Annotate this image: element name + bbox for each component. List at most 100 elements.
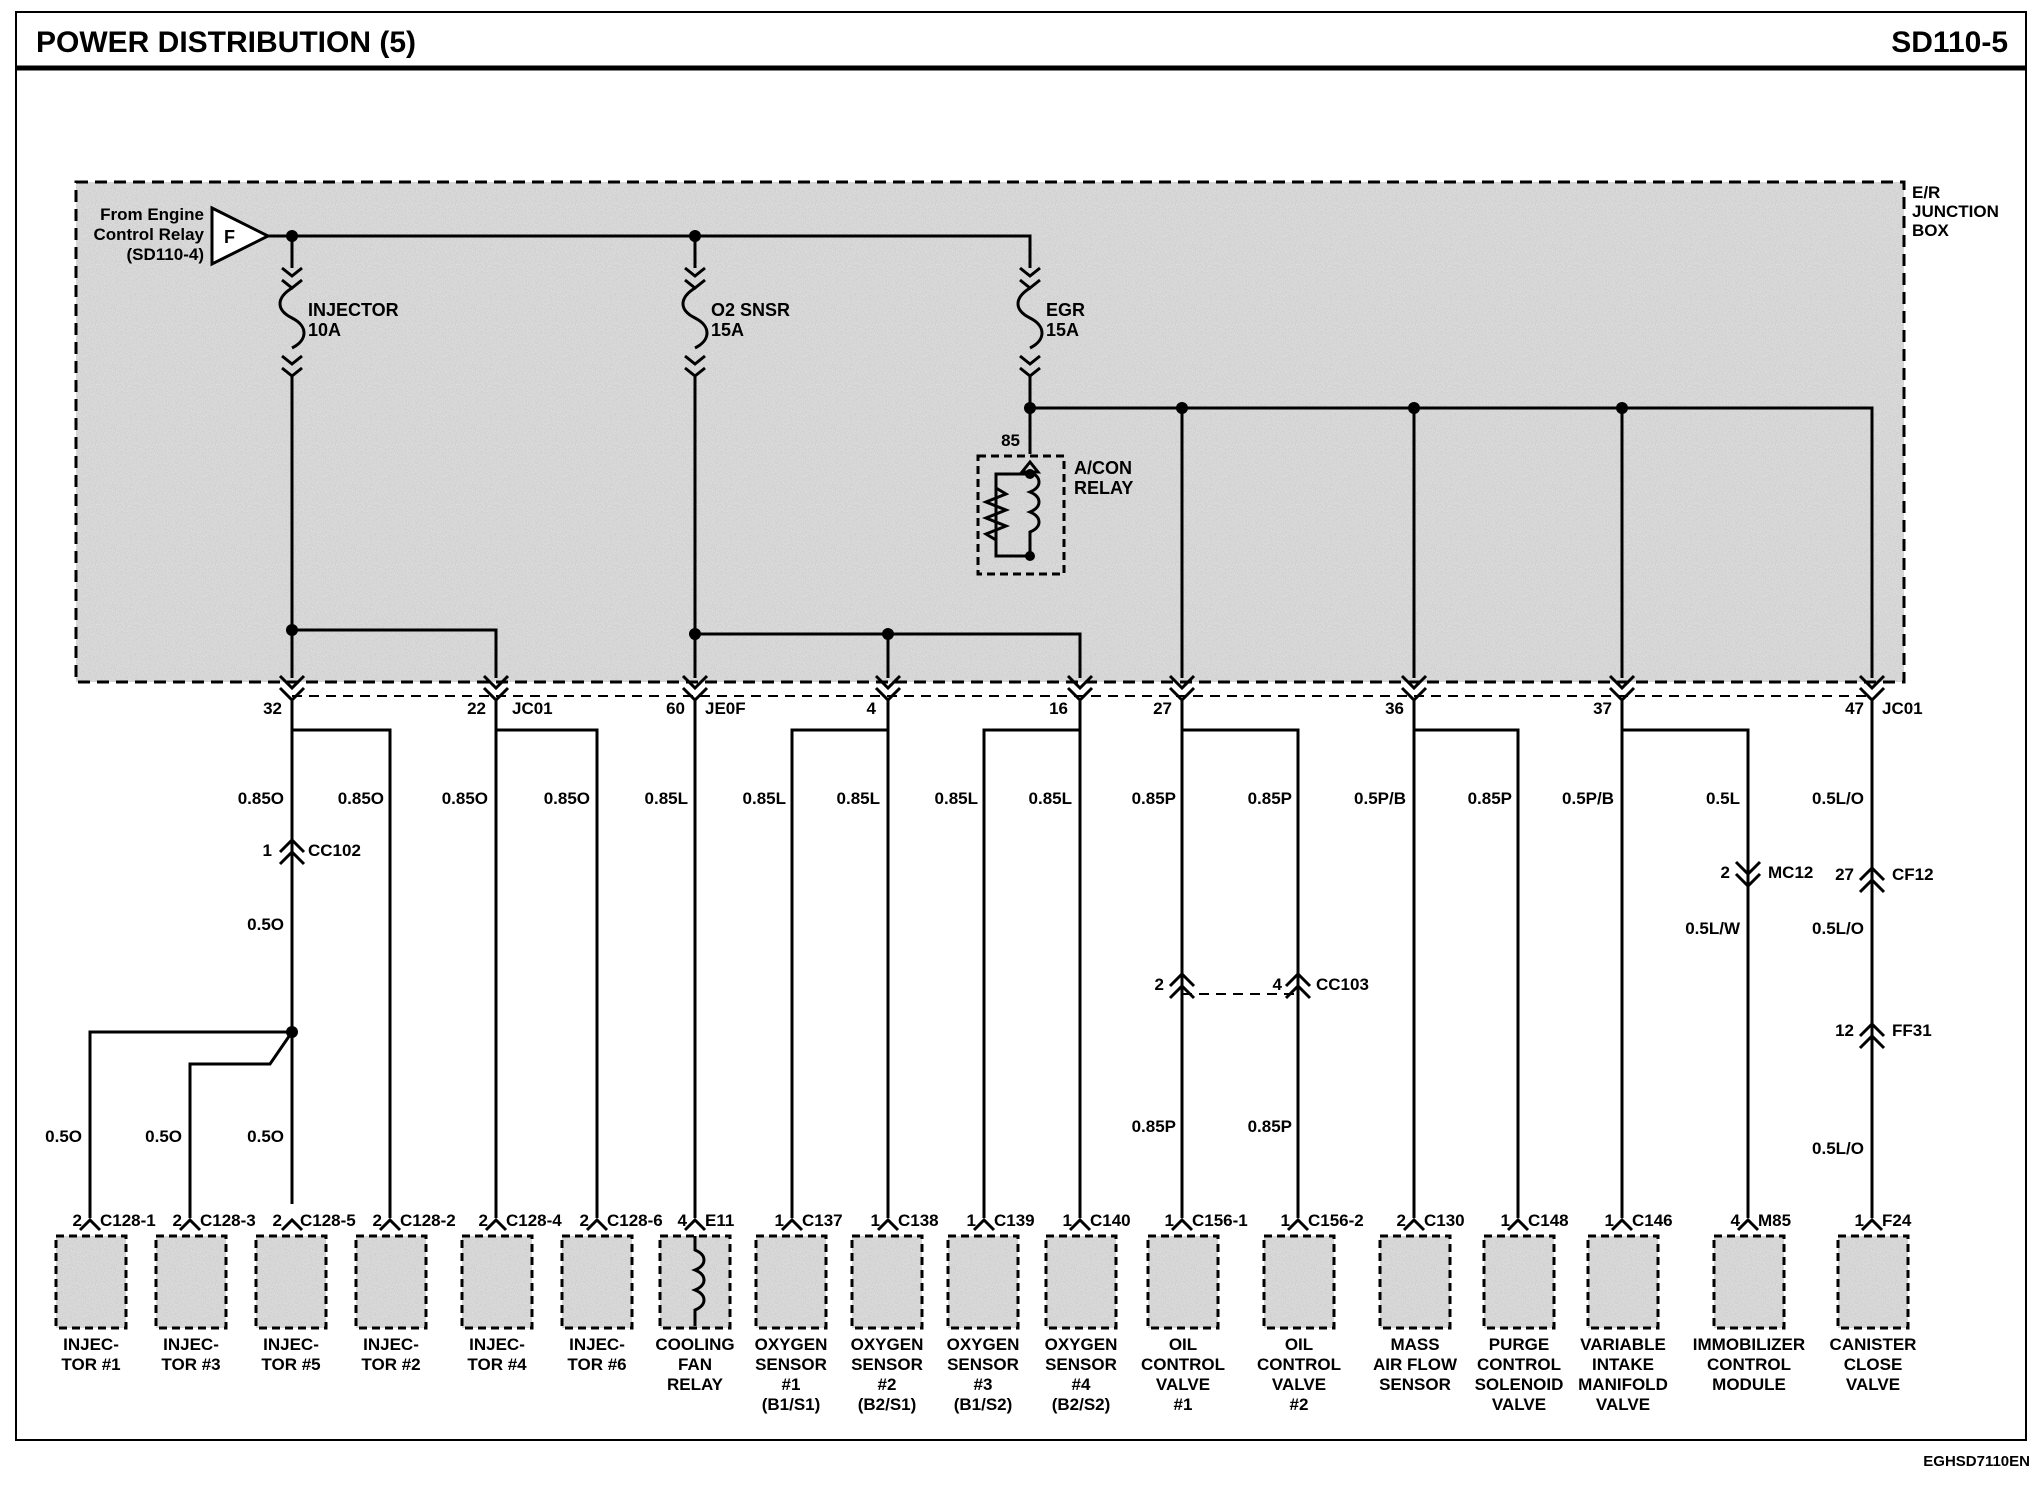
comp-name-18c: VALVE bbox=[1846, 1375, 1900, 1394]
junction-box bbox=[74, 180, 1906, 684]
egr-bus bbox=[1028, 376, 1874, 678]
oxygen-sensor-1-box bbox=[754, 1234, 828, 1330]
injector-6-box bbox=[560, 1234, 634, 1330]
comp-name-2a: INJEC- bbox=[163, 1335, 219, 1354]
comp-pin-13: 1 bbox=[1281, 1211, 1290, 1230]
jb-name-jc01-a: JC01 bbox=[512, 699, 553, 718]
comp-name-14a: MASS bbox=[1390, 1335, 1439, 1354]
comp-name-8a: OXYGEN bbox=[755, 1335, 828, 1354]
comp-pin-8: 1 bbox=[775, 1211, 784, 1230]
component-connector-labels: 2 C128-1 2 C128-3 2 C128-5 2 C128-2 2 C1… bbox=[73, 1211, 1912, 1230]
ff31-pin: 12 bbox=[1835, 1021, 1854, 1040]
wire-label-4: 0.85O bbox=[544, 789, 590, 808]
o2-split-dot-1 bbox=[689, 628, 701, 640]
injector-branch-dot bbox=[286, 1026, 298, 1038]
acon-relay-box bbox=[976, 454, 1066, 576]
acon-relay-resistor bbox=[981, 486, 1011, 542]
comp-conn-4: C128-2 bbox=[400, 1211, 456, 1230]
comp-name-15a: PURGE bbox=[1489, 1335, 1549, 1354]
cc103-pin-b: 4 bbox=[1273, 975, 1283, 994]
wire-injector-1 bbox=[88, 1030, 292, 1218]
o2-split-dot-2 bbox=[882, 628, 894, 640]
mc12-pin: 2 bbox=[1721, 863, 1730, 882]
comp-conn-7: E11 bbox=[705, 1211, 734, 1230]
injector-5-box bbox=[254, 1234, 328, 1330]
branch-label-1: 0.5O bbox=[45, 1127, 82, 1146]
comp-name-12c: VALVE bbox=[1156, 1375, 1210, 1394]
jb-pin-22: 22 bbox=[467, 699, 486, 718]
oil-lower-label-1: 0.85P bbox=[1132, 1117, 1176, 1136]
wire-injector-6 bbox=[496, 728, 599, 1218]
wire-label-7: 0.85L bbox=[837, 789, 880, 808]
comp-name-15c: SOLENOID bbox=[1475, 1375, 1564, 1394]
wire-oxygen-1 bbox=[790, 728, 888, 1218]
jb-name-je0f: JE0F bbox=[705, 699, 746, 718]
comp-name-9c: #2 bbox=[878, 1375, 897, 1394]
source-label-1: From Engine bbox=[100, 205, 204, 224]
comp-name-14b: AIR FLOW bbox=[1373, 1355, 1458, 1374]
wire-label-1: 0.85O bbox=[238, 789, 284, 808]
comp-conn-18: F24 bbox=[1882, 1211, 1912, 1230]
comp-name-2b: TOR #3 bbox=[161, 1355, 220, 1374]
comp-conn-17: M85 bbox=[1758, 1211, 1791, 1230]
cc103-name: CC103 bbox=[1316, 975, 1369, 994]
comp-name-7a: COOLING bbox=[655, 1335, 734, 1354]
fuse-egr-name: EGR bbox=[1046, 300, 1085, 320]
jb-pin-4: 4 bbox=[867, 699, 877, 718]
oxygen-sensor-4-box bbox=[1044, 1234, 1118, 1330]
comp-conn-3: C128-5 bbox=[300, 1211, 356, 1230]
comp-conn-11: C140 bbox=[1090, 1211, 1131, 1230]
cf12-pin: 27 bbox=[1835, 865, 1854, 884]
comp-name-8d: (B1/S1) bbox=[762, 1395, 821, 1414]
oil-valve-2-box bbox=[1262, 1234, 1336, 1330]
comp-name-16d: VALVE bbox=[1596, 1395, 1650, 1414]
comp-name-9d: (B2/S1) bbox=[858, 1395, 917, 1414]
ff31-name: FF31 bbox=[1892, 1021, 1932, 1040]
comp-pin-3: 2 bbox=[273, 1211, 282, 1230]
comp-conn-12: C156-1 bbox=[1192, 1211, 1248, 1230]
wire-label-9: 0.85L bbox=[1029, 789, 1072, 808]
comp-name-9a: OXYGEN bbox=[851, 1335, 924, 1354]
wire-label-6: 0.85L bbox=[743, 789, 786, 808]
fuse-o2-name: O2 SNSR bbox=[711, 300, 790, 320]
comp-name-10b: SENSOR bbox=[947, 1355, 1019, 1374]
cf12-name: CF12 bbox=[1892, 865, 1934, 884]
relay-name-1: A/CON bbox=[1074, 458, 1132, 478]
comp-conn-14: C130 bbox=[1424, 1211, 1465, 1230]
jb-pin-27: 27 bbox=[1153, 699, 1172, 718]
comp-name-18a: CANISTER bbox=[1830, 1335, 1917, 1354]
comp-pin-17: 4 bbox=[1731, 1211, 1741, 1230]
comp-pin-11: 1 bbox=[1063, 1211, 1072, 1230]
comp-conn-16: C146 bbox=[1632, 1211, 1673, 1230]
oil-lower-label-2: 0.85P bbox=[1248, 1117, 1292, 1136]
component-chevrons bbox=[78, 1217, 1884, 1232]
source-label-2: Control Relay bbox=[93, 225, 204, 244]
comp-pin-14: 2 bbox=[1397, 1211, 1406, 1230]
comp-name-12b: CONTROL bbox=[1141, 1355, 1225, 1374]
canister-mid-label-1: 0.5L/O bbox=[1812, 919, 1864, 938]
purge-valve-box bbox=[1482, 1234, 1556, 1330]
comp-name-11b: SENSOR bbox=[1045, 1355, 1117, 1374]
cc102-pin: 1 bbox=[263, 841, 272, 860]
cc102-name: CC102 bbox=[308, 841, 361, 860]
fuse-injector bbox=[278, 236, 306, 378]
wire-oil-valve-2 bbox=[1182, 728, 1300, 1218]
wire-label-16: 0.5L/O bbox=[1812, 789, 1864, 808]
comp-name-5a: INJEC- bbox=[469, 1335, 525, 1354]
comp-pin-6: 2 bbox=[580, 1211, 589, 1230]
comp-name-6b: TOR #6 bbox=[567, 1355, 626, 1374]
wire-label-10: 0.85P bbox=[1132, 789, 1176, 808]
comp-pin-10: 1 bbox=[967, 1211, 976, 1230]
comp-pin-18: 1 bbox=[1855, 1211, 1864, 1230]
cooling-fan-relay-coil bbox=[691, 1236, 706, 1326]
comp-name-3b: TOR #5 bbox=[261, 1355, 320, 1374]
fuse-egr-rating: 15A bbox=[1046, 320, 1079, 340]
comp-name-17c: MODULE bbox=[1712, 1375, 1786, 1394]
comp-name-17b: CONTROL bbox=[1707, 1355, 1791, 1374]
component-name-labels: INJEC- TOR #1 INJEC- TOR #3 INJEC- TOR #… bbox=[61, 1335, 1916, 1414]
comp-pin-15: 1 bbox=[1501, 1211, 1510, 1230]
comp-conn-10: C139 bbox=[994, 1211, 1035, 1230]
comp-name-16a: VARIABLE bbox=[1580, 1335, 1666, 1354]
comp-conn-8: C137 bbox=[802, 1211, 843, 1230]
page-frame bbox=[15, 11, 2027, 1441]
